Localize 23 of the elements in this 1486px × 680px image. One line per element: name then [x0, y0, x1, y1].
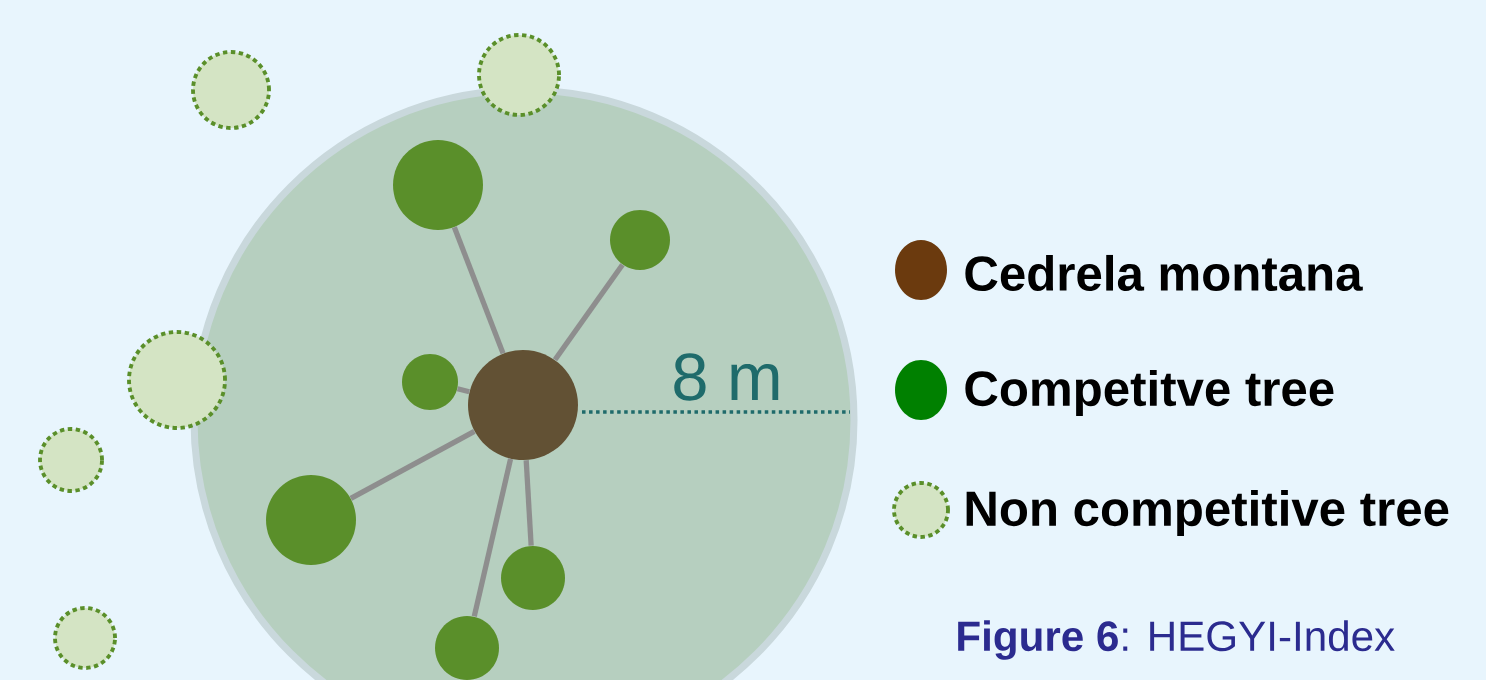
competitor-tree — [610, 210, 670, 270]
non-competitor-tree — [191, 50, 271, 130]
legend-label: Cedrela montana — [965, 254, 1363, 292]
non-competitor-tree — [38, 427, 104, 493]
competitor-tree — [402, 354, 458, 410]
link-line — [456, 386, 470, 395]
dimension-label: 8 m — [674, 353, 779, 401]
competitor-tree — [435, 616, 499, 680]
link-line — [349, 429, 476, 501]
link-line — [523, 460, 534, 546]
link-line — [451, 226, 506, 355]
competitor-tree — [501, 546, 565, 610]
non-competitor-tree — [53, 606, 117, 670]
legend-label: Non competitive tree — [966, 490, 1449, 536]
target-tree — [468, 350, 578, 460]
competitor-tree — [266, 475, 356, 565]
caption: Figure 6: HEGYI-Index — [958, 620, 1395, 660]
non-competitor-tree — [477, 33, 561, 117]
link-line — [552, 263, 625, 362]
legend-label: Competitve tree — [965, 370, 1334, 416]
non-competitor-tree — [127, 330, 227, 430]
competitor-tree — [393, 140, 483, 230]
link-line — [471, 458, 514, 618]
